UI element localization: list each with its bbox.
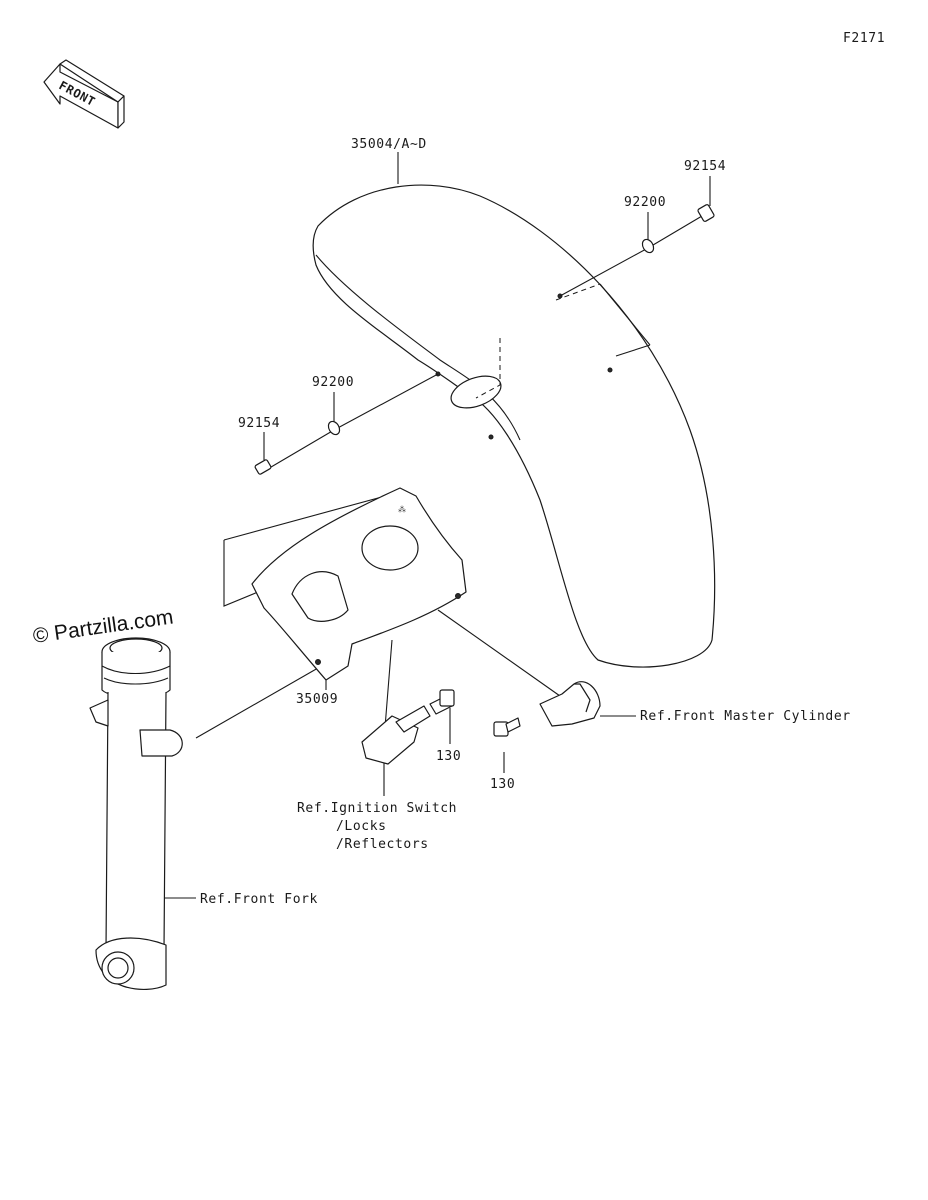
label-130-b: 130 <box>490 777 515 792</box>
label-92200-left: 92200 <box>312 375 354 390</box>
svg-text:⁂: ⁂ <box>398 505 407 514</box>
label-ref-master-cylinder: Ref.Front Master Cylinder <box>640 709 851 724</box>
label-ref-ignition-1: Ref.Ignition Switch <box>297 801 457 816</box>
label-ref-ignition-3: /Reflectors <box>336 837 429 852</box>
diagram-code: F2171 <box>843 31 885 46</box>
bolt-92154-top <box>697 204 715 222</box>
bolt-130-b <box>493 717 521 737</box>
master-cylinder-clamp <box>539 681 601 727</box>
front-fork <box>89 637 183 991</box>
label-92200-top: 92200 <box>624 195 666 210</box>
front-arrow-icon: FRONT <box>43 59 125 129</box>
bracket-35009: ⁂ <box>251 487 467 681</box>
label-ref-ignition-2: /Locks <box>336 819 387 834</box>
washer-92200-left <box>327 420 341 436</box>
bolt-130-a <box>429 689 455 715</box>
label-ref-front-fork: Ref.Front Fork <box>200 892 318 907</box>
label-92154-left: 92154 <box>238 416 280 431</box>
label-130-a: 130 <box>436 749 461 764</box>
ignition-bracket <box>361 705 431 765</box>
label-92154-top: 92154 <box>684 159 726 174</box>
front-fender <box>312 184 716 668</box>
label-35004: 35004/A~D <box>351 137 427 152</box>
label-35009: 35009 <box>296 692 338 707</box>
washer-92200-top <box>641 238 655 254</box>
bolt-92154-left <box>254 459 272 475</box>
